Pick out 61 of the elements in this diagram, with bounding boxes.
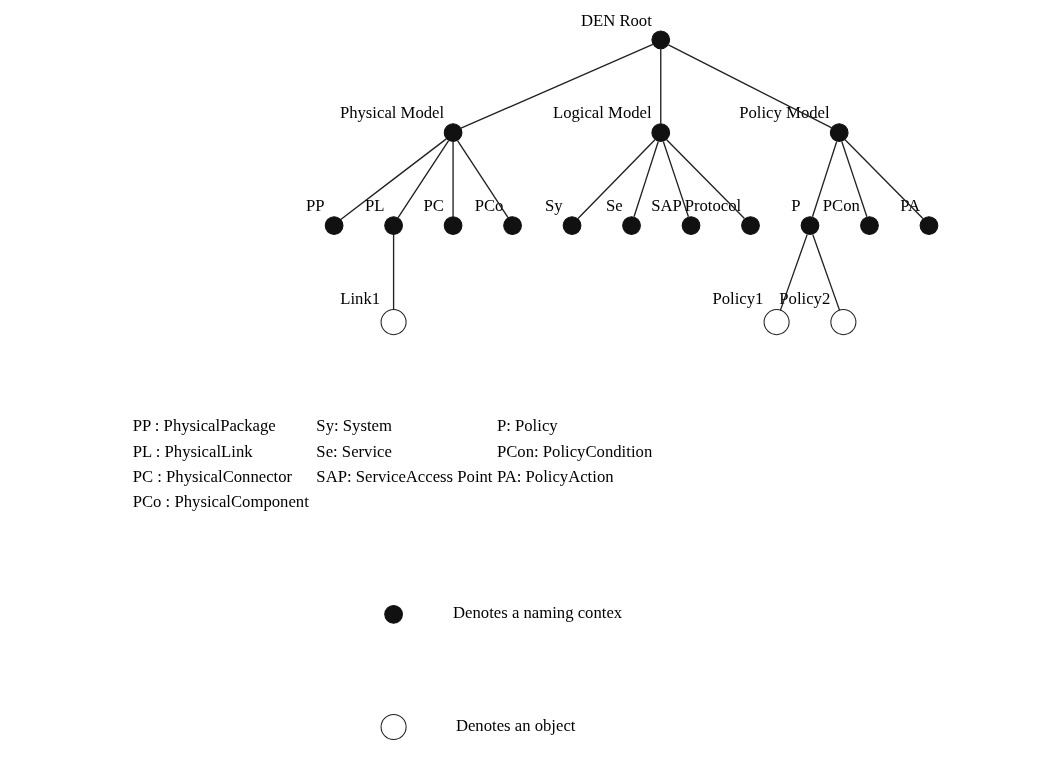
connector	[843, 139, 924, 220]
node-circle	[829, 123, 849, 143]
label: PCon: PolicyCondition	[496, 441, 652, 461]
label: PCo : PhysicalComponent	[132, 491, 309, 511]
node-label: PC	[423, 196, 444, 216]
node-circle	[383, 604, 403, 624]
legend-label: Denotes an object	[455, 716, 575, 735]
label: P: Policy	[496, 416, 558, 436]
node-circle	[650, 123, 670, 143]
connector	[451, 141, 454, 218]
label: PA: PolicyAction	[496, 466, 614, 486]
node-circle	[859, 216, 879, 235]
node-circle	[324, 216, 343, 235]
node-label: Physical Model	[339, 103, 444, 123]
label: PL : PhysicalLink	[132, 441, 253, 461]
node-label: Se	[605, 196, 623, 216]
connector	[339, 138, 447, 221]
node-circle	[443, 216, 462, 235]
label: Se: Service	[315, 441, 392, 461]
node-circle	[650, 30, 670, 50]
node-circle	[562, 216, 581, 235]
node-label: DEN Root	[580, 10, 652, 30]
node-circle	[383, 216, 403, 235]
node-label: PL	[364, 196, 385, 216]
node-circle	[621, 216, 641, 235]
connector	[632, 140, 659, 218]
node-label: PP	[305, 196, 325, 216]
node-circle	[380, 714, 407, 741]
node-circle	[919, 216, 938, 235]
connector	[576, 139, 656, 220]
connector	[811, 140, 837, 218]
node-circle	[800, 216, 819, 235]
connector	[456, 139, 509, 219]
node-label: Sy	[544, 196, 563, 216]
label: PC : PhysicalConnector	[132, 466, 292, 486]
node-label: P	[790, 196, 801, 216]
node-label: SAP	[650, 196, 682, 216]
node-circle	[763, 309, 790, 336]
connector	[396, 139, 449, 219]
connector	[811, 233, 840, 311]
connector	[459, 43, 654, 129]
label: PP : PhysicalPackage	[132, 416, 276, 436]
legend-label: Denotes a naming contex	[452, 603, 622, 623]
node-circle	[502, 216, 522, 235]
node-label: Logical Model	[552, 103, 652, 123]
node-circle	[380, 309, 407, 336]
connector	[392, 234, 394, 311]
node-label: PCon	[822, 196, 860, 216]
connector	[662, 140, 689, 218]
connector	[659, 48, 661, 125]
node-circle	[829, 309, 856, 336]
node-label: Policy1	[711, 289, 763, 309]
label: SAP: ServiceAccess Point	[315, 466, 493, 486]
node-circle	[681, 216, 700, 235]
connector	[840, 140, 868, 218]
node-label: PCo	[474, 196, 503, 216]
label: Sy: System	[315, 416, 392, 436]
node-circle	[443, 123, 462, 143]
connector	[667, 44, 832, 129]
node-label: Link1	[339, 289, 380, 309]
node-circle	[740, 216, 760, 235]
